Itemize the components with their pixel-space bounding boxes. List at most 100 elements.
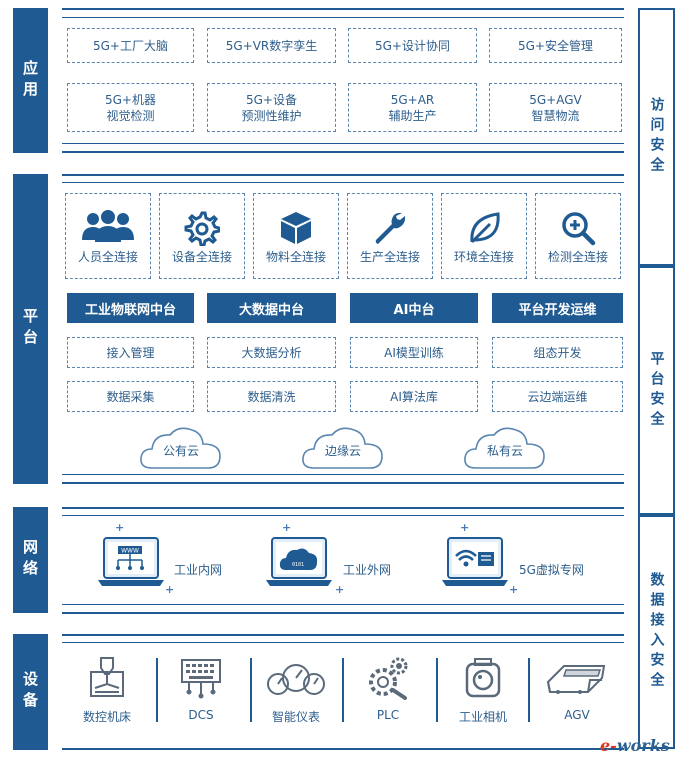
device-separator	[436, 658, 438, 722]
app-bottom-line-2	[62, 143, 624, 144]
platform-bottom-line	[62, 482, 624, 484]
device-item-agv: AGV	[537, 656, 617, 726]
network-top-line	[62, 507, 624, 509]
platform-item: 数据采集	[67, 381, 194, 412]
keyboard-icon	[181, 659, 221, 699]
cloud-icon	[302, 427, 383, 469]
platform-title: 工业物联网中台	[67, 293, 194, 323]
app-item: 5G+工厂大脑	[67, 28, 194, 63]
network-label: 工业内网	[174, 563, 223, 577]
connect-item-material: 物料全连接	[253, 193, 339, 279]
platform-title: 大数据中台	[207, 293, 336, 323]
device-label: AGV	[564, 708, 590, 722]
platform-title: 平台开发运维	[492, 293, 623, 323]
laptop-wifi-icon	[442, 537, 508, 586]
agv-icon	[546, 665, 606, 694]
app-top-line	[62, 8, 624, 10]
network-label: 5G虚拟专网	[519, 563, 584, 577]
network-bottom-line-2	[62, 604, 624, 605]
platform-item: 数据清洗	[207, 381, 336, 412]
network-item-5g	[440, 530, 510, 596]
plus-decoration: +	[335, 583, 345, 596]
network-item-intranet: WWW	[96, 530, 166, 596]
app-item: 5G+AGV 智慧物流	[489, 83, 622, 132]
connect-item-people: 人员全连接	[65, 193, 151, 279]
platform-top-line	[62, 174, 624, 176]
device-top-line-2	[62, 642, 624, 643]
app-item: 5G+安全管理	[489, 28, 622, 63]
wrench-icon	[375, 212, 406, 244]
plus-decoration: +	[282, 521, 292, 534]
magnifier-icon	[562, 212, 596, 246]
platform-bottom-line-2	[62, 474, 624, 475]
device-separator	[250, 658, 252, 722]
device-label: 智能仪表	[271, 710, 320, 724]
device-bottom-line	[62, 748, 624, 750]
app-bottom-line	[62, 151, 624, 153]
connect-item-environment: 环境全连接	[441, 193, 527, 279]
cloud-edge: 边缘云	[300, 424, 386, 470]
layer-platform-label: 平台	[13, 174, 48, 484]
device-label: PLC	[376, 708, 400, 722]
security-platform-panel: 平台安全	[638, 266, 675, 515]
device-item-meter: 智能仪表	[256, 656, 336, 726]
layer-app-label: 应用	[13, 8, 48, 153]
app-item: 5G+设计协同	[348, 28, 477, 63]
connect-label: 设备全连接	[171, 250, 232, 264]
cloud-icon	[140, 427, 221, 469]
connect-item-device: 设备全连接	[159, 193, 245, 279]
gear-icon	[184, 211, 220, 246]
laptop-www-icon: WWW	[98, 537, 164, 586]
cloud-public: 公有云	[138, 424, 224, 470]
plus-decoration: +	[509, 583, 519, 596]
app-item: 5G+机器 视觉检测	[67, 83, 194, 132]
camera-icon	[465, 658, 501, 698]
platform-item: AI算法库	[350, 381, 478, 412]
svg-text:0101: 0101	[292, 562, 304, 568]
platform-item: 云边端运维	[492, 381, 623, 412]
security-access-panel: 访问安全	[638, 8, 675, 266]
cloud-label: 私有云	[486, 443, 523, 458]
cloud-label: 边缘云	[324, 443, 361, 458]
app-item: 5G+设备 预测性维护	[207, 83, 336, 132]
app-item: 5G+AR 辅助生产	[348, 83, 477, 132]
platform-item: 大数据分析	[207, 337, 336, 368]
people-icon	[82, 210, 134, 242]
network-top-line-2	[62, 515, 624, 516]
device-item-plc: PLC	[348, 656, 428, 726]
app-item: 5G+VR数字孪生	[207, 28, 336, 63]
device-item-camera: 工业相机	[443, 656, 523, 726]
device-item-cnc: 数控机床	[67, 656, 147, 726]
connect-label: 物料全连接	[265, 250, 326, 264]
box-icon	[281, 212, 311, 244]
connect-label: 检测全连接	[547, 250, 608, 264]
device-separator	[528, 658, 530, 722]
connect-label: 环境全连接	[453, 250, 514, 264]
gauge-icon	[267, 664, 325, 695]
connect-label: 人员全连接	[77, 250, 138, 264]
cnc-machine-icon	[90, 657, 124, 697]
connect-item-inspection: 检测全连接	[535, 193, 621, 279]
platform-item: 接入管理	[67, 337, 194, 368]
device-label: 数控机床	[82, 710, 131, 724]
leaf-icon	[470, 212, 500, 244]
device-separator	[342, 658, 344, 722]
network-label: 工业外网	[343, 563, 392, 577]
platform-title: AI中台	[350, 293, 478, 323]
network-bottom-line	[62, 612, 624, 614]
network-item-extranet: 0101	[264, 530, 334, 596]
platform-top-line-2	[62, 182, 624, 183]
security-data-panel: 数据接入安全	[638, 515, 675, 749]
device-label: 工业相机	[458, 710, 507, 724]
e-works-logo: e-works	[600, 736, 670, 755]
device-top-line	[62, 634, 624, 636]
device-label: DCS	[188, 708, 214, 722]
plus-decoration: +	[165, 583, 175, 596]
plus-decoration: +	[115, 521, 125, 534]
plc-gears-icon	[369, 657, 408, 700]
laptop-cloud-icon: 0101	[266, 537, 332, 586]
device-item-dcs: DCS	[161, 656, 241, 726]
cloud-private: 私有云	[462, 424, 548, 470]
svg-text:WWW: WWW	[121, 548, 139, 555]
connect-item-production: 生产全连接	[347, 193, 433, 279]
